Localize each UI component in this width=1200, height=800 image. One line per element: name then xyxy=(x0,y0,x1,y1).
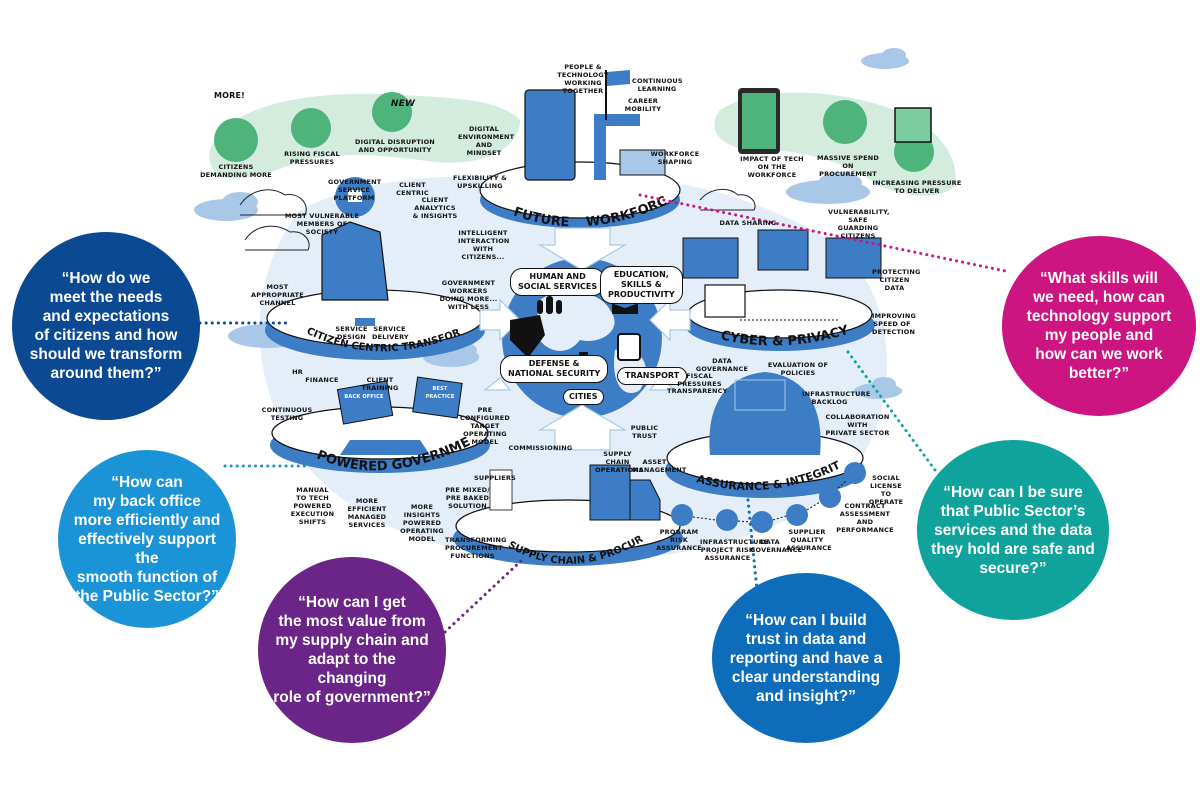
ai-node-data-governance: Data governance xyxy=(750,538,803,554)
hub-defense-security: Defense & national security xyxy=(500,355,609,383)
driver-label-tech-impact: Impact of tech on the workforce xyxy=(740,155,804,179)
cc-label-design: Service design xyxy=(335,325,368,341)
sign-new: NEW xyxy=(390,99,416,109)
driver-circle-digital xyxy=(372,92,412,132)
hub-education-skills: Education, skills & productivity xyxy=(600,266,683,304)
box-icon xyxy=(894,107,932,143)
pg-screen-back-office: Back office xyxy=(344,394,384,400)
cc-label-workers: Government workers doing more... with le… xyxy=(439,279,498,311)
pg-label-testing: Continuous testing xyxy=(261,406,313,422)
driver-label-fiscal: Rising fiscal pressures xyxy=(284,150,340,166)
pg-label-pre-configured: Pre configured target operating model xyxy=(459,406,511,446)
question-bubble-supply-chain: “How can I get the most value from my su… xyxy=(258,557,446,743)
cc-label-intelligent: Intelligent interaction with citizens... xyxy=(458,229,510,261)
pg-label-pre-mixed: Pre mixed/ pre baked solution xyxy=(445,486,490,510)
platform-assurance xyxy=(665,372,865,498)
pg-label-client-training: Client training xyxy=(361,376,399,392)
driver-label-deliver: Increasing pressure to deliver xyxy=(872,179,962,195)
cy-label-detection: Improving speed of detection xyxy=(872,312,917,336)
cc-label-vulnerable: Most vulnerable members of society xyxy=(284,212,360,236)
platform-powered-government xyxy=(270,376,490,473)
ai-label-backlog: Infrastructure backlog xyxy=(802,390,871,406)
ai-label-public-trust: Public trust xyxy=(630,424,659,440)
pg-label-finance: Finance xyxy=(305,376,339,384)
sc-label-commissioning: Commissioning xyxy=(508,444,573,452)
platform-future-workforce xyxy=(479,70,681,228)
ai-node-supplier-quality: Supplier quality assurance xyxy=(786,528,832,552)
ai-node-contract: Contract assessment and performance xyxy=(836,502,894,534)
people-icon xyxy=(537,296,562,314)
ai-label-evaluation: Evaluation of policies xyxy=(767,361,829,377)
fw-label-digital-env: Digital environment and mindset xyxy=(458,125,515,157)
fw-label-flexibility: Flexibility & upskilling xyxy=(452,174,508,190)
connector-security xyxy=(846,350,937,472)
pg-label-insights: More insights powered operating model xyxy=(400,503,444,543)
fw-label-career: Career mobility xyxy=(624,97,662,113)
pg-label-efficient: More efficient managed services xyxy=(347,497,387,529)
tram-icon xyxy=(617,333,641,361)
pg-label-hr: HR xyxy=(292,368,303,376)
hub-cities: Cities xyxy=(563,389,604,405)
driver-circle-citizens xyxy=(214,118,258,162)
sc-label-suppliers: Suppliers xyxy=(474,474,516,482)
ai-label-transparency: Transparency xyxy=(667,387,728,395)
ai-label-data-governance: Data governance xyxy=(695,357,749,373)
hub-transport: Transport xyxy=(617,367,688,385)
assurance-nodes xyxy=(671,462,866,533)
sc-label-asset: Asset management xyxy=(632,458,687,474)
cc-label-delivery: Service delivery xyxy=(372,325,409,341)
shield-icon xyxy=(510,315,545,358)
cy-label-data-sharing: Data sharing xyxy=(719,219,777,227)
ai-label-collaboration: Collaboration with private sector xyxy=(825,413,890,437)
cy-label-protecting: Protecting citizen data xyxy=(872,268,921,292)
fw-label-people-tech: People & technology working together xyxy=(557,63,609,95)
ai-node-social-license: Social license to operate xyxy=(868,474,904,506)
driver-circle-procurement xyxy=(823,100,867,144)
ai-label-fiscal: Fiscal pressures xyxy=(677,372,722,388)
question-bubble-citizens: “How do we meet the needs and expectatio… xyxy=(12,232,200,420)
hub-human-social-services: Human and social services xyxy=(510,268,606,296)
pg-screen-best-practice: Best practice xyxy=(425,386,455,400)
ai-node-infrastructure-risk: Infrastructure project risk assurance xyxy=(700,538,769,562)
fw-label-learning: Continuous learning xyxy=(632,77,683,93)
driver-label-procurement: Massive spend on procurement xyxy=(816,154,880,178)
question-bubble-trust: “How can I build trust in data and repor… xyxy=(712,573,900,743)
cc-label-analytics: Client analytics & insights xyxy=(412,196,458,220)
driver-label-digital: Digital disruption and opportunity xyxy=(355,138,435,154)
question-bubble-back-office: “How can my back office more efficiently… xyxy=(58,450,236,628)
question-bubble-workforce: “What skills will we need, how can techn… xyxy=(1002,236,1196,416)
sign-more: MORE! xyxy=(214,91,246,100)
globe-land xyxy=(535,291,646,394)
platform-citizen-centric xyxy=(265,177,485,360)
question-bubble-security: “How can I be sure that Public Sector’s … xyxy=(917,440,1109,620)
cy-label-vulnerability: Vulnerability, safe guarding citizens xyxy=(828,208,890,240)
cc-label-client-centric: Client centric xyxy=(396,181,429,197)
green-band-left xyxy=(209,93,520,179)
sc-label-operations: Supply chain operations xyxy=(595,450,644,474)
sc-label-transforming: Transforming procurement functions xyxy=(445,536,507,560)
platform-cyber-privacy xyxy=(682,229,882,351)
outline-clouds xyxy=(239,188,756,251)
cc-label-platform: Government service platform xyxy=(328,178,382,202)
fw-label-shaping: Workforce shaping xyxy=(650,150,700,166)
platform-supply-chain xyxy=(453,464,683,566)
driver-label-citizens: Citizens demanding more xyxy=(200,163,272,179)
ai-node-program-risk: Program risk assurance xyxy=(656,528,702,552)
connector-supply-chain xyxy=(443,558,524,634)
hub-arrows xyxy=(479,227,691,451)
driver-circle-fiscal xyxy=(291,108,331,148)
pg-label-manual: Manual to tech powered execution shifts xyxy=(290,486,335,526)
connector-workforce xyxy=(638,193,1012,274)
cc-label-channel: Most appropriate channel xyxy=(251,283,304,307)
